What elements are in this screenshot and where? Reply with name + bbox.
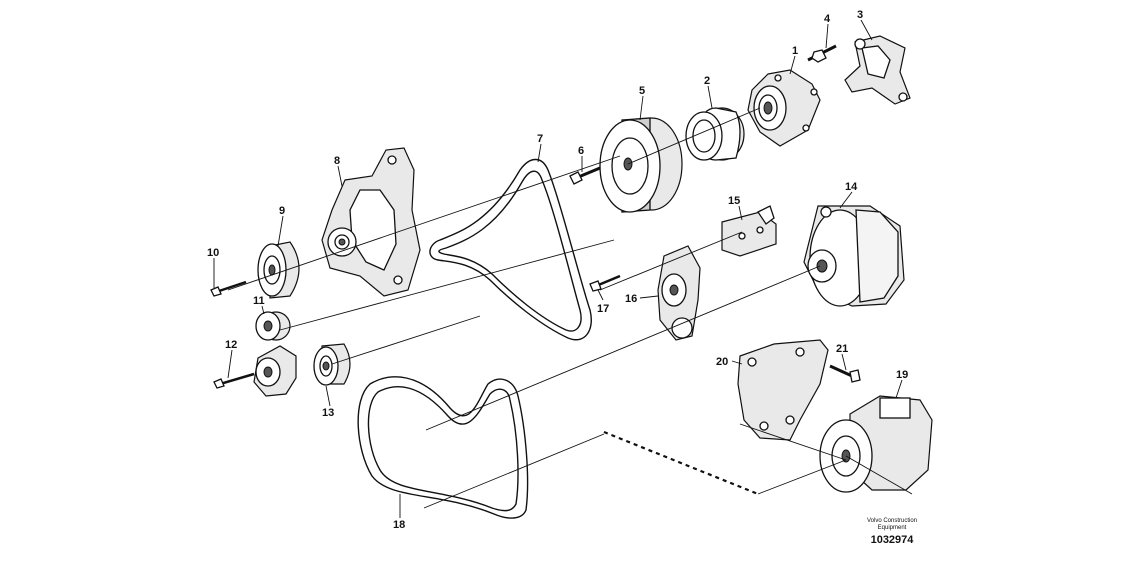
part-9-idler-pulley: [257, 241, 300, 299]
part-5-pulley: [599, 117, 683, 213]
label-part-16: 16: [625, 293, 637, 305]
label-part-7: 7: [537, 133, 543, 145]
part-20-mounting-bracket: [737, 339, 829, 441]
label-part-5: 5: [639, 85, 645, 97]
part-3-bracket-plate: [844, 35, 911, 105]
part-13-idler-pulley: [313, 343, 351, 386]
brand-line-2: Equipment: [878, 525, 907, 531]
part-10-bolt: [210, 280, 247, 297]
label-part-17: 17: [597, 303, 609, 315]
label-part-9: 9: [279, 205, 285, 217]
part-14-alternator: [803, 205, 905, 307]
part-4-bolt: [807, 44, 837, 63]
label-part-14: 14: [845, 181, 858, 193]
brand-line-1: Volvo Construction: [867, 518, 917, 524]
label-part-2: 2: [704, 75, 710, 87]
label-part-3: 3: [857, 9, 863, 21]
part-6-bolt: [569, 166, 601, 185]
part-19-compressor: [819, 395, 933, 493]
label-part-18: 18: [393, 519, 405, 531]
part-12-tensioner-arm: [213, 345, 297, 397]
part-labels: 1 2 3 4 5 6 7 8 9 10 11 12 13 14 15 16 1…: [207, 9, 908, 531]
label-part-13: 13: [322, 407, 334, 419]
part-8-water-pump: [321, 147, 421, 297]
part-16-tensioner: [657, 245, 701, 341]
part-1-hub: [747, 69, 821, 147]
label-part-15: 15: [728, 195, 740, 207]
label-part-6: 6: [578, 145, 584, 157]
label-part-12: 12: [225, 339, 237, 351]
part-11-tensioner-pulley: [255, 311, 291, 341]
part-15-bracket: [721, 205, 777, 257]
part-21-bolt: [829, 364, 861, 383]
label-part-1: 1: [792, 45, 798, 57]
part-17-bolt: [589, 274, 621, 292]
drawing-number: 1032974: [871, 534, 915, 546]
part-7-belt: [429, 158, 592, 341]
drawing-footer: Volvo Construction Equipment 1032974: [867, 518, 917, 546]
label-part-19: 19: [896, 369, 908, 381]
part-2-bearing: [685, 107, 745, 161]
label-part-11: 11: [253, 295, 265, 307]
assembly-lines: [227, 107, 913, 509]
label-part-4: 4: [824, 13, 831, 25]
label-part-21: 21: [836, 343, 848, 355]
label-part-8: 8: [334, 155, 340, 167]
label-part-20: 20: [716, 356, 728, 368]
leader-lines: [213, 19, 903, 518]
label-part-10: 10: [207, 247, 219, 259]
